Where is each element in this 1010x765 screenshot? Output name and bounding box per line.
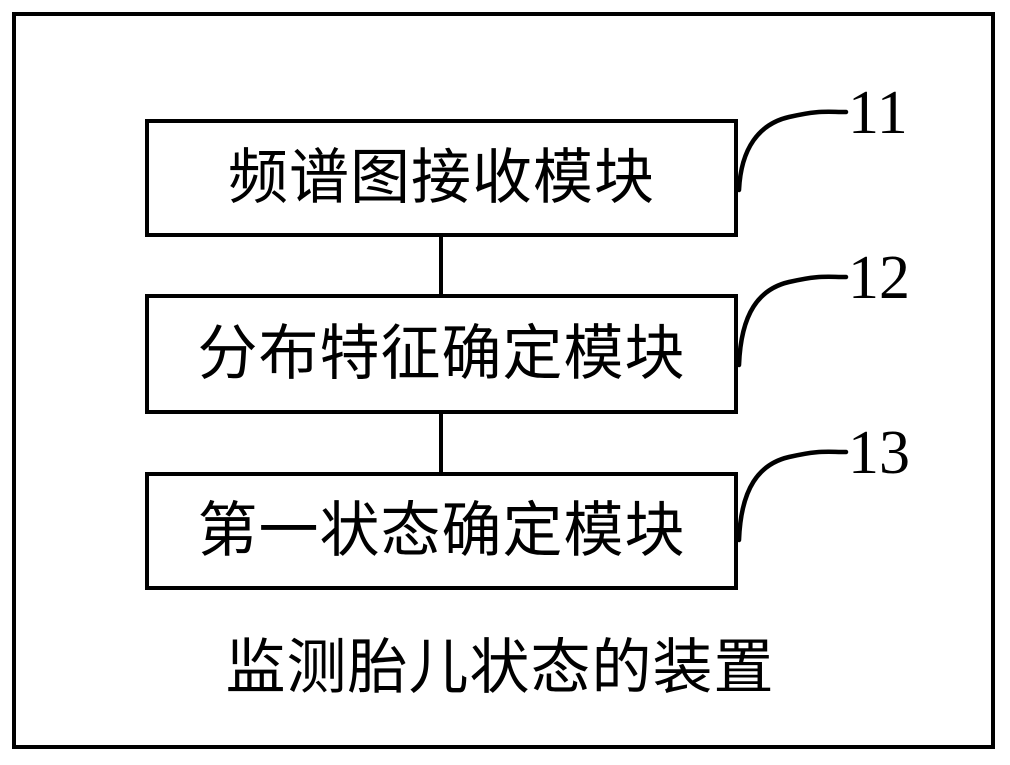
ref-number-13: 13 [848, 419, 910, 487]
ref-number-12: 12 [848, 244, 910, 312]
module-box-distribution-feature: 分布特征确定模块 [145, 294, 738, 414]
module-label: 第一状态确定模块 [197, 498, 686, 564]
module-box-first-state: 第一状态确定模块 [145, 472, 738, 590]
connector-line-1 [439, 236, 443, 296]
figure-border [12, 12, 995, 749]
ref-number-11: 11 [848, 79, 908, 147]
module-box-spectrogram-receiving: 频谱图接收模块 [145, 119, 738, 237]
connector-line-2 [439, 413, 443, 474]
module-label: 频谱图接收模块 [228, 145, 655, 211]
figure-caption: 监测胎儿状态的装置 [225, 635, 775, 701]
module-label: 分布特征确定模块 [197, 321, 686, 387]
